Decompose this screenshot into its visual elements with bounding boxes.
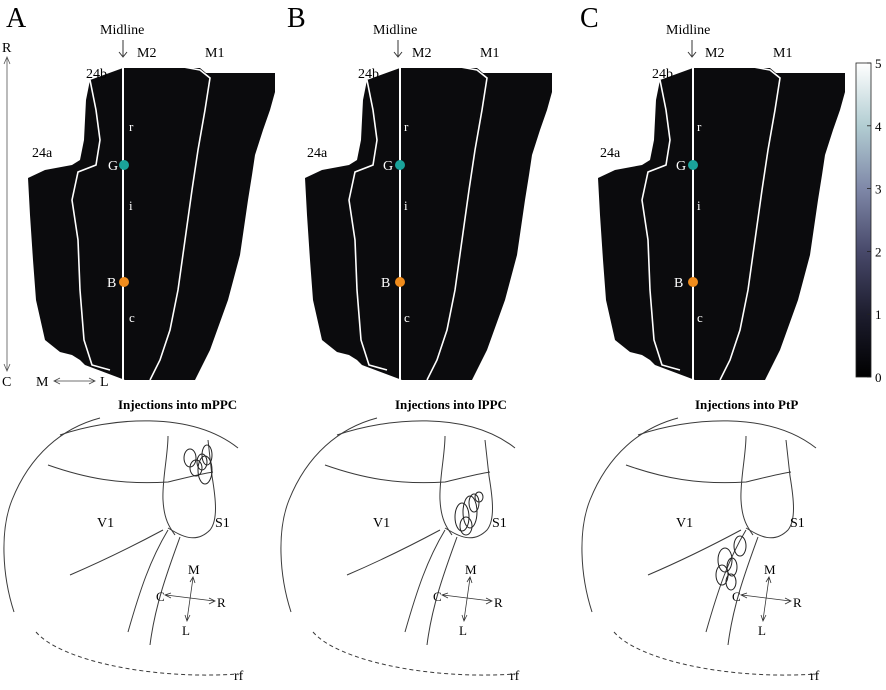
area-24b-label: 24b — [652, 67, 673, 82]
marker-g-label: G — [108, 159, 118, 174]
cortex-outline — [280, 417, 516, 676]
rf-label: rf — [234, 669, 244, 684]
colorbar-tick-label: 5 — [875, 56, 882, 71]
area-24a-label: 24a — [600, 146, 621, 161]
colorbar-tick-label: 2 — [875, 244, 882, 259]
compass: M C R L — [156, 562, 226, 638]
marker-b-dot — [688, 277, 698, 287]
density-map — [305, 65, 552, 381]
midline-arrow — [118, 40, 128, 58]
axis-rostral: R — [2, 41, 12, 56]
midline-label: Midline — [373, 23, 417, 38]
svg-text:M: M — [465, 562, 477, 577]
area-24b-label: 24b — [86, 67, 107, 82]
rf-label: rf — [510, 669, 520, 684]
injection-title: Injections into mPPC — [118, 397, 237, 412]
compass: M C R L — [732, 562, 802, 638]
midline-arrow — [393, 40, 403, 58]
colorbar-tick-label: 4 — [875, 119, 882, 134]
s1-label: S1 — [215, 516, 230, 531]
m2-label: M2 — [412, 46, 431, 61]
panel-b: B Midline M2 M1 24b 24a r i c G B — [280, 3, 552, 684]
svg-text:C: C — [732, 589, 741, 604]
svg-text:R: R — [793, 595, 802, 610]
panel-letter: B — [287, 3, 306, 34]
colorbar-gradient — [855, 62, 872, 378]
midline-arrow — [687, 40, 697, 58]
marker-b-label: B — [107, 276, 116, 291]
svg-text:L: L — [182, 623, 190, 638]
m1-label: M1 — [480, 46, 499, 61]
axis-lateral: L — [100, 375, 109, 390]
axis-medial: M — [36, 375, 49, 390]
colorbar-ticks: 5 4 3 2 1 0 — [867, 56, 882, 385]
density-map — [598, 65, 845, 381]
ml-axis-arrow — [53, 377, 96, 385]
s1-label: S1 — [790, 516, 805, 531]
marker-b-dot — [395, 277, 405, 287]
subregion-c: c — [697, 310, 703, 325]
injection-sites — [715, 535, 747, 591]
svg-text:C: C — [433, 589, 442, 604]
area-24b-label: 24b — [358, 67, 379, 82]
colorbar: 5 4 3 2 1 0 — [855, 56, 882, 385]
area-24a-label: 24a — [32, 146, 53, 161]
injection-sites — [454, 491, 484, 536]
injection-title: Injections into PtP — [695, 397, 798, 412]
svg-text:R: R — [217, 595, 226, 610]
subregion-r: r — [404, 119, 409, 134]
marker-g-label: G — [676, 159, 686, 174]
subregion-i: i — [404, 198, 408, 213]
compass: M C R L — [433, 562, 503, 638]
marker-g-label: G — [383, 159, 393, 174]
subregion-r: r — [129, 119, 134, 134]
midline-label: Midline — [666, 23, 710, 38]
v1-label: V1 — [373, 516, 390, 531]
svg-text:M: M — [764, 562, 776, 577]
panel-a: A Midline M2 M1 24b 24a r i c G B — [2, 3, 275, 684]
rc-axis-arrow — [3, 55, 11, 373]
cortex-outline — [581, 417, 817, 676]
subregion-c: c — [129, 310, 135, 325]
panel-letter: A — [6, 3, 27, 34]
axis-caudal: C — [2, 375, 11, 390]
m1-label: M1 — [205, 46, 224, 61]
svg-text:M: M — [188, 562, 200, 577]
injection-title: Injections into lPPC — [395, 397, 507, 412]
m2-label: M2 — [137, 46, 156, 61]
marker-g-dot — [119, 160, 129, 170]
svg-text:L: L — [758, 623, 766, 638]
panel-letter: C — [580, 3, 599, 34]
colorbar-tick-label: 1 — [875, 307, 882, 322]
subregion-c: c — [404, 310, 410, 325]
marker-b-dot — [119, 277, 129, 287]
density-map — [28, 65, 275, 381]
s1-label: S1 — [492, 516, 507, 531]
colorbar-tick-label: 0 — [875, 370, 882, 385]
v1-label: V1 — [676, 516, 693, 531]
marker-b-label: B — [381, 276, 390, 291]
svg-text:R: R — [494, 595, 503, 610]
marker-b-label: B — [674, 276, 683, 291]
rf-label: rf — [810, 669, 820, 684]
panel-c: C Midline M2 M1 24b 24a r i c G B — [580, 3, 845, 684]
svg-text:C: C — [156, 589, 165, 604]
subregion-r: r — [697, 119, 702, 134]
midline-label: Midline — [100, 23, 144, 38]
subregion-i: i — [129, 198, 133, 213]
subregion-i: i — [697, 198, 701, 213]
marker-g-dot — [395, 160, 405, 170]
m1-label: M1 — [773, 46, 792, 61]
m2-label: M2 — [705, 46, 724, 61]
svg-text:L: L — [459, 623, 467, 638]
injection-sites — [183, 444, 213, 485]
v1-label: V1 — [97, 516, 114, 531]
colorbar-tick-label: 3 — [875, 182, 882, 197]
area-24a-label: 24a — [307, 146, 328, 161]
marker-g-dot — [688, 160, 698, 170]
